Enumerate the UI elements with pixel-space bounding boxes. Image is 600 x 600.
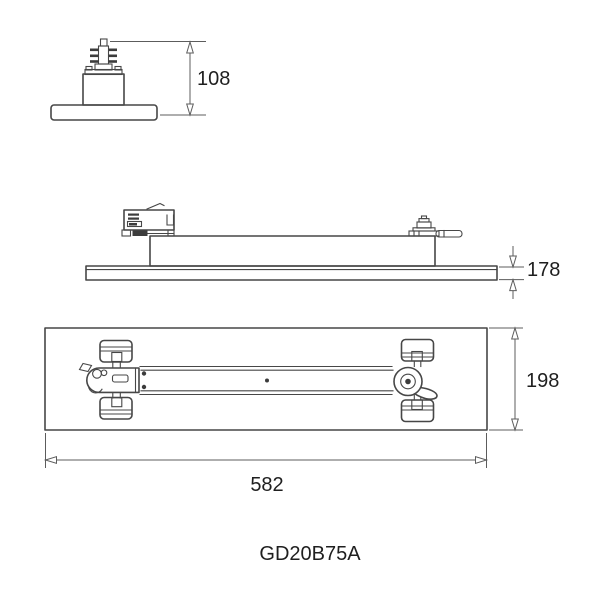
prong-icon bbox=[108, 48, 117, 52]
housing-hook-detail bbox=[166, 214, 175, 226]
dimension-fixture-width: 198 bbox=[489, 326, 559, 432]
arrowhead-up-icon bbox=[511, 326, 519, 340]
clip-neck-tab bbox=[411, 350, 423, 362]
cam-center-dot bbox=[405, 378, 411, 385]
arrowhead-down-icon bbox=[186, 103, 194, 117]
track-adapter-side bbox=[121, 202, 175, 237]
adapter-handle bbox=[111, 374, 129, 383]
housing-switch bbox=[126, 220, 143, 228]
adapter-flange-tab-left bbox=[85, 65, 93, 71]
cam-inner-circle bbox=[400, 373, 416, 390]
dimension-label-fixture-width: 198 bbox=[526, 370, 559, 392]
arrowhead-up-icon bbox=[186, 40, 194, 54]
knob-nub bbox=[420, 215, 428, 220]
arrowhead-down-icon bbox=[511, 418, 519, 432]
fixture-side-view: 178 bbox=[85, 202, 560, 299]
lock-detail-arc bbox=[87, 385, 103, 394]
adapter-foot-block bbox=[132, 230, 148, 236]
adapter-contact-stem bbox=[97, 45, 110, 65]
adapter-top-nub bbox=[99, 38, 108, 47]
dimension-label-fixture-height: 178 bbox=[527, 259, 560, 281]
screw-dot-icon bbox=[141, 371, 147, 376]
dimension-adapter-height: 108 bbox=[110, 40, 230, 117]
dimension-label-adapter-height: 108 bbox=[197, 68, 230, 90]
adapter-contact-prongs bbox=[90, 48, 117, 63]
clip-neck-tab bbox=[411, 399, 423, 411]
arrowhead-left-icon bbox=[43, 456, 57, 464]
screw-dot-icon bbox=[141, 384, 147, 390]
rail-plan bbox=[139, 365, 394, 396]
housing-switch-slider bbox=[129, 223, 137, 226]
panel-side-profile bbox=[85, 265, 498, 281]
adapter-foot-right bbox=[167, 229, 175, 237]
dimension-fixture-length: 582 bbox=[43, 433, 489, 496]
dimension-label-fixture-length: 582 bbox=[250, 474, 283, 496]
prong-icon bbox=[108, 60, 117, 63]
mounting-clip bbox=[99, 396, 133, 420]
rail-side-profile bbox=[149, 235, 436, 267]
knob-cylinder bbox=[416, 221, 432, 229]
track-adapter-plan bbox=[78, 362, 140, 394]
lock-detail-circle bbox=[100, 369, 108, 377]
adapter-flange-tab-right bbox=[114, 65, 122, 71]
adapter-side-view: 108 bbox=[50, 38, 230, 121]
dimension-fixture-height: 178 bbox=[499, 246, 560, 299]
mounting-clip bbox=[400, 338, 435, 362]
housing-vent-line bbox=[128, 213, 139, 216]
adapter-body bbox=[82, 73, 125, 106]
adapter-foot-left bbox=[121, 229, 132, 237]
knob-handle-side bbox=[435, 229, 463, 238]
arrowhead-down-icon bbox=[509, 255, 517, 269]
release-lever-tip bbox=[78, 362, 93, 373]
fixture-plan-view: 198 582 bbox=[43, 326, 559, 496]
locking-cam-plan bbox=[393, 366, 438, 400]
mounting-clips bbox=[99, 338, 435, 423]
arrowhead-right-icon bbox=[475, 456, 489, 464]
center-screw-dot-icon bbox=[265, 378, 269, 383]
prong-icon bbox=[90, 48, 99, 52]
locking-knob-side bbox=[408, 215, 463, 238]
mounting-clip bbox=[400, 399, 435, 423]
prong-icon bbox=[108, 54, 117, 58]
prong-icon bbox=[90, 54, 99, 58]
adapter-lever-line bbox=[146, 202, 165, 210]
arrowhead-up-icon bbox=[509, 277, 517, 292]
clip-neck-tab bbox=[111, 397, 123, 408]
prong-icon bbox=[90, 60, 99, 63]
clip-neck-tab bbox=[111, 351, 123, 363]
model-number-label: GD20B75A bbox=[259, 543, 361, 565]
panel-outline bbox=[44, 327, 488, 431]
adapter-base-plate bbox=[50, 104, 158, 121]
housing-vent-line bbox=[128, 217, 139, 220]
